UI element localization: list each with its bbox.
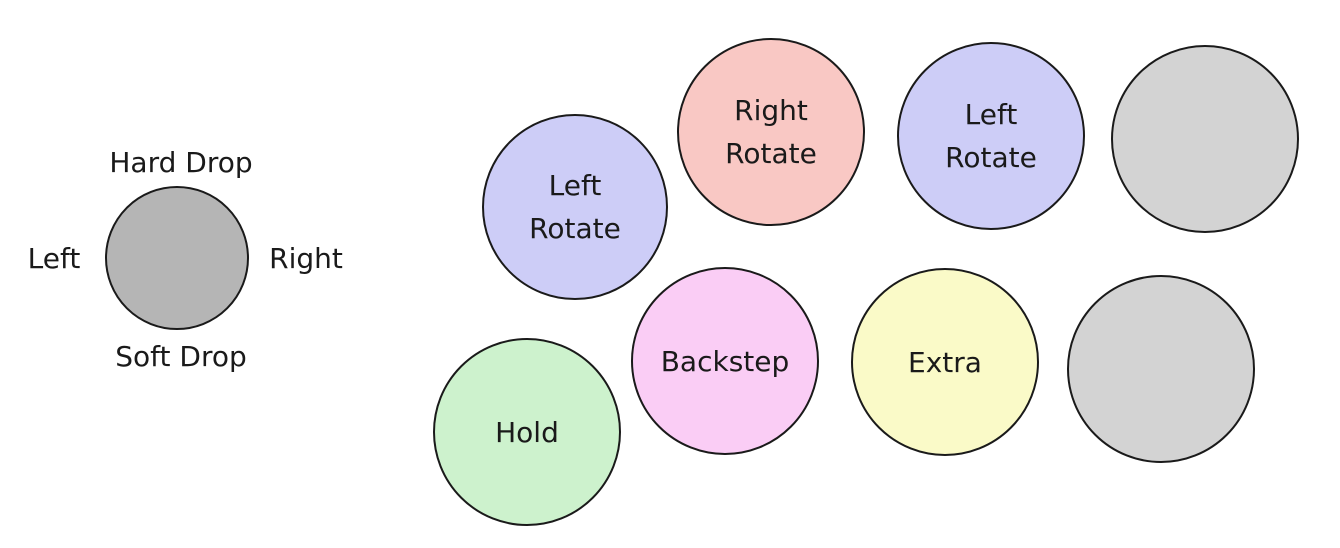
button-label-line: Rotate xyxy=(529,212,621,245)
button-extra[interactable]: Extra xyxy=(851,268,1039,456)
button-label-line: Right xyxy=(734,94,808,127)
button-label-line: Extra xyxy=(908,345,982,379)
dpad-label-hard-drop: Hard Drop xyxy=(109,146,253,179)
button-label-line: Hold xyxy=(495,415,559,449)
button-label-line: Rotate xyxy=(945,141,1037,174)
button-unlabeled-bottom[interactable] xyxy=(1067,275,1255,463)
button-label-line: Rotate xyxy=(725,137,817,170)
button-label-line: Left xyxy=(964,98,1018,131)
dpad-label-right: Right xyxy=(269,242,343,275)
dpad-button[interactable] xyxy=(105,186,249,330)
button-label-line: Backstep xyxy=(660,344,790,378)
dpad-label-soft-drop: Soft Drop xyxy=(115,340,247,373)
button-unlabeled-top[interactable] xyxy=(1111,45,1299,233)
button-hold[interactable]: Hold xyxy=(433,338,621,526)
dpad-label-left: Left xyxy=(27,242,81,275)
button-backstep[interactable]: Backstep xyxy=(631,267,819,455)
button-label-line: Left xyxy=(548,169,602,202)
